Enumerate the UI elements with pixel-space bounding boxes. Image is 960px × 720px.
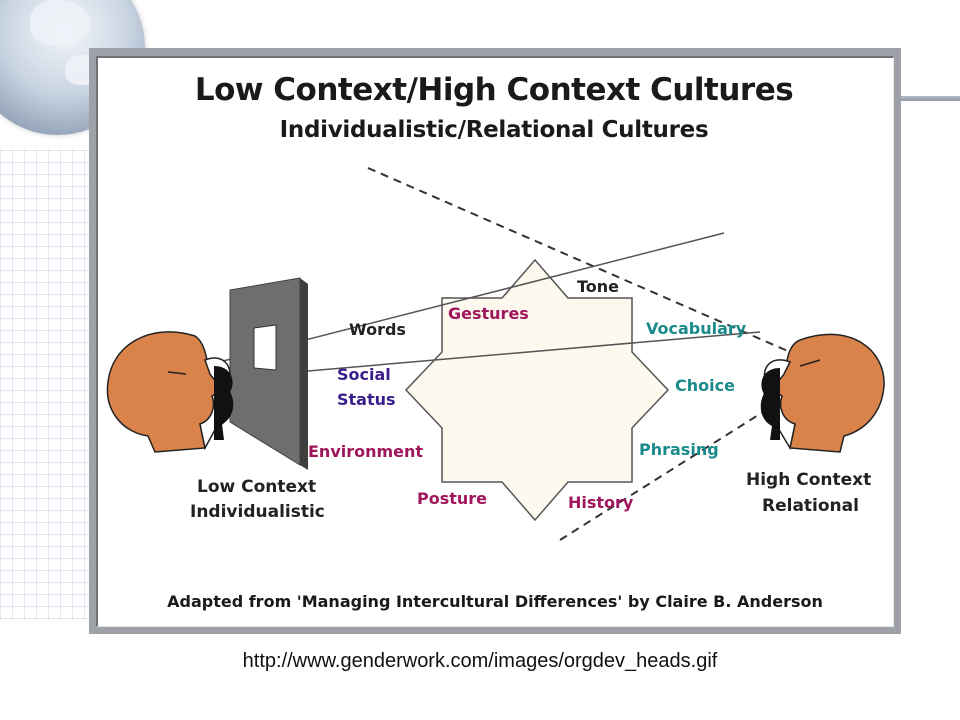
dashed-line-lower bbox=[559, 394, 791, 541]
cue-social: Social bbox=[337, 365, 391, 384]
relational-label: Relational bbox=[762, 496, 859, 516]
context-star bbox=[404, 258, 670, 522]
cue-posture: Posture bbox=[417, 489, 488, 508]
wall-window bbox=[253, 324, 277, 371]
right-head bbox=[760, 333, 885, 453]
low-context-label: Low Context bbox=[197, 477, 317, 497]
source-url[interactable]: http://www.genderwork.com/images/orgdev_… bbox=[242, 650, 718, 672]
cue-status: Status bbox=[337, 390, 396, 409]
cue-gestures: Gestures bbox=[448, 304, 529, 323]
high-context-label: High Context bbox=[746, 470, 872, 490]
left-head bbox=[106, 331, 234, 453]
wall-edge bbox=[300, 278, 308, 470]
cue-tone: Tone bbox=[577, 277, 620, 296]
cue-environment: Environment bbox=[308, 442, 424, 461]
cue-words: Words bbox=[349, 320, 406, 339]
decorative-rule bbox=[900, 96, 960, 101]
dashed-line-upper bbox=[367, 167, 791, 353]
cue-vocabulary: Vocabulary bbox=[646, 319, 747, 338]
credit-line: Adapted from 'Managing Intercultural Dif… bbox=[167, 592, 823, 611]
diagram-subtitle: Individualistic/Relational Cultures bbox=[279, 117, 709, 143]
cue-choice: Choice bbox=[675, 376, 735, 395]
cue-history: History bbox=[568, 493, 634, 512]
background-grid bbox=[0, 150, 95, 620]
wall bbox=[229, 277, 301, 466]
cue-phrasing: Phrasing bbox=[639, 440, 719, 459]
individualistic-label: Individualistic bbox=[190, 502, 325, 522]
diagram-title: Low Context/High Context Cultures bbox=[194, 72, 794, 108]
